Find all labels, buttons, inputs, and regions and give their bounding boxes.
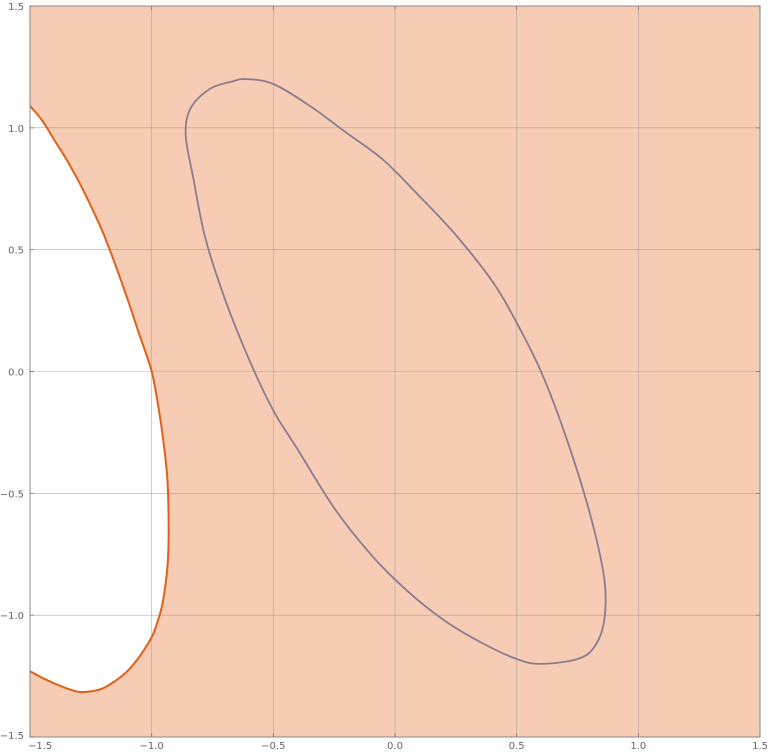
y-tick-label: 0.5 (8, 246, 24, 257)
x-axis-tick-labels: −1.5 −1.0 −0.5 0.0 0.5 1.0 1.5 (28, 741, 768, 752)
grid-lines (30, 6, 760, 737)
y-tick-label: 1.5 (8, 2, 24, 13)
y-axis-tick-labels: −1.5 −1.0 −0.5 0.0 0.5 1.0 1.5 (0, 2, 24, 742)
x-tick-label: 1.0 (630, 741, 646, 752)
x-tick-label: −1.5 (28, 741, 52, 752)
excluded-white-area (30, 105, 169, 693)
y-tick-label: −0.5 (0, 489, 24, 500)
boundary-curve (30, 105, 170, 694)
x-tick-label: 0.0 (387, 741, 403, 752)
axis-ticks (29, 5, 761, 738)
x-tick-label: −1.0 (140, 741, 164, 752)
x-tick-label: −0.5 (261, 741, 285, 752)
y-tick-label: 0.0 (8, 368, 24, 379)
y-tick-label: −1.0 (0, 611, 24, 622)
ellipse-curve (184, 78, 607, 665)
y-tick-label: 1.0 (8, 124, 24, 135)
x-tick-label: 1.5 (752, 741, 768, 752)
y-tick-label: −1.5 (0, 731, 24, 742)
x-tick-label: 0.5 (509, 741, 525, 752)
